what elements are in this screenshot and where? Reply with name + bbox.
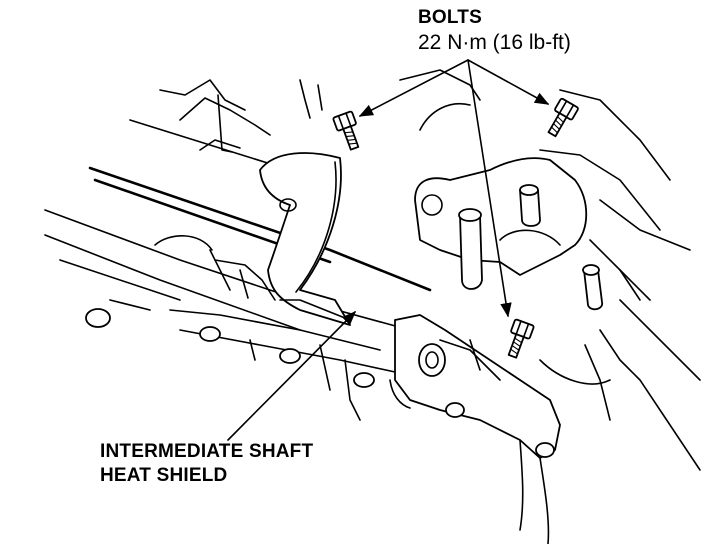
heat-shield (259, 152, 351, 326)
bolt-icon (507, 318, 535, 359)
lower-rail (85, 308, 411, 421)
bolts-title: BOLTS (418, 7, 482, 28)
intermediate-shaft (44, 166, 432, 331)
bolts-torque-spec: 22 N·m (16 lb-ft) (418, 31, 571, 54)
right-contours (539, 269, 701, 471)
leader-arrow (358, 59, 550, 318)
lower-bracket (394, 314, 561, 544)
part-label-line1: INTERMEDIATE SHAFT (100, 441, 314, 462)
leader-arrow (227, 310, 357, 441)
bolt-icon (332, 110, 360, 151)
bracket (414, 157, 603, 311)
bolt-icon (547, 97, 579, 138)
part-label-line2: HEAT SHIELD (100, 465, 228, 486)
